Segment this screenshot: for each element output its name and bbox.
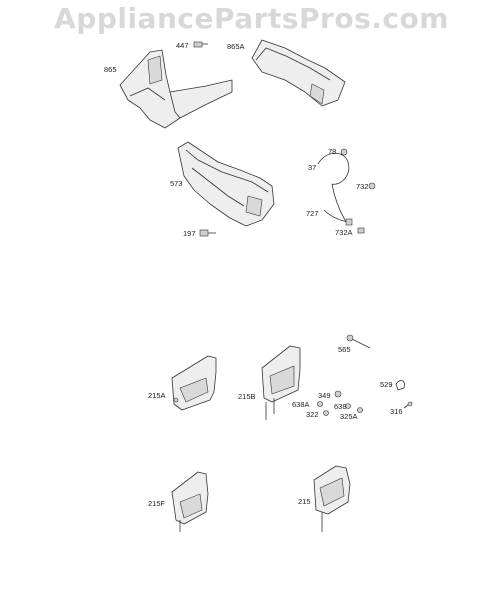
part-78-screw bbox=[340, 148, 348, 156]
label-732A: 732A bbox=[335, 228, 353, 237]
part-316-clip bbox=[403, 401, 413, 409]
label-316: 316 bbox=[390, 407, 403, 416]
part-865A-cover bbox=[251, 39, 346, 107]
part-865-cover bbox=[119, 49, 233, 129]
part-638A-nut bbox=[317, 401, 323, 407]
label-638A: 638A bbox=[292, 400, 310, 409]
label-37: 37 bbox=[308, 163, 316, 172]
part-37-clamp bbox=[317, 152, 350, 223]
label-215: 215 bbox=[298, 497, 311, 506]
label-529: 529 bbox=[380, 380, 393, 389]
label-727: 727 bbox=[306, 209, 319, 218]
part-322-screw bbox=[323, 410, 329, 416]
label-349: 349 bbox=[318, 391, 331, 400]
label-322: 322 bbox=[306, 410, 319, 419]
part-197-screw bbox=[199, 229, 216, 237]
part-215-cover bbox=[313, 465, 351, 532]
label-215A: 215A bbox=[148, 391, 166, 400]
label-573: 573 bbox=[170, 179, 183, 188]
label-325A: 325A bbox=[340, 412, 358, 421]
part-638-nut bbox=[345, 403, 351, 409]
part-349-screw bbox=[334, 390, 342, 398]
label-638: 638 bbox=[334, 402, 347, 411]
label-565: 565 bbox=[338, 345, 351, 354]
part-727-link bbox=[323, 209, 353, 226]
part-565-bolt bbox=[346, 334, 371, 349]
part-215F-cover bbox=[171, 471, 209, 532]
label-197: 197 bbox=[183, 229, 196, 238]
part-573-baffle bbox=[177, 141, 275, 227]
part-732-nut bbox=[368, 182, 376, 190]
watermark-logo: AppliancePartsPros.com bbox=[54, 2, 449, 35]
part-325A-screw bbox=[357, 407, 363, 413]
label-215F: 215F bbox=[148, 499, 166, 508]
part-447-bolt bbox=[193, 41, 208, 48]
part-732A-nut bbox=[357, 227, 365, 234]
part-529-clip bbox=[395, 380, 405, 391]
part-215B-cover bbox=[261, 345, 301, 420]
label-865: 865 bbox=[104, 65, 117, 74]
label-447: 447 bbox=[176, 41, 189, 50]
label-732: 732 bbox=[356, 182, 369, 191]
part-215A-cover bbox=[171, 355, 217, 411]
label-215B: 215B bbox=[238, 392, 256, 401]
label-865A: 865A bbox=[227, 42, 245, 51]
label-78: 78 bbox=[328, 147, 336, 156]
